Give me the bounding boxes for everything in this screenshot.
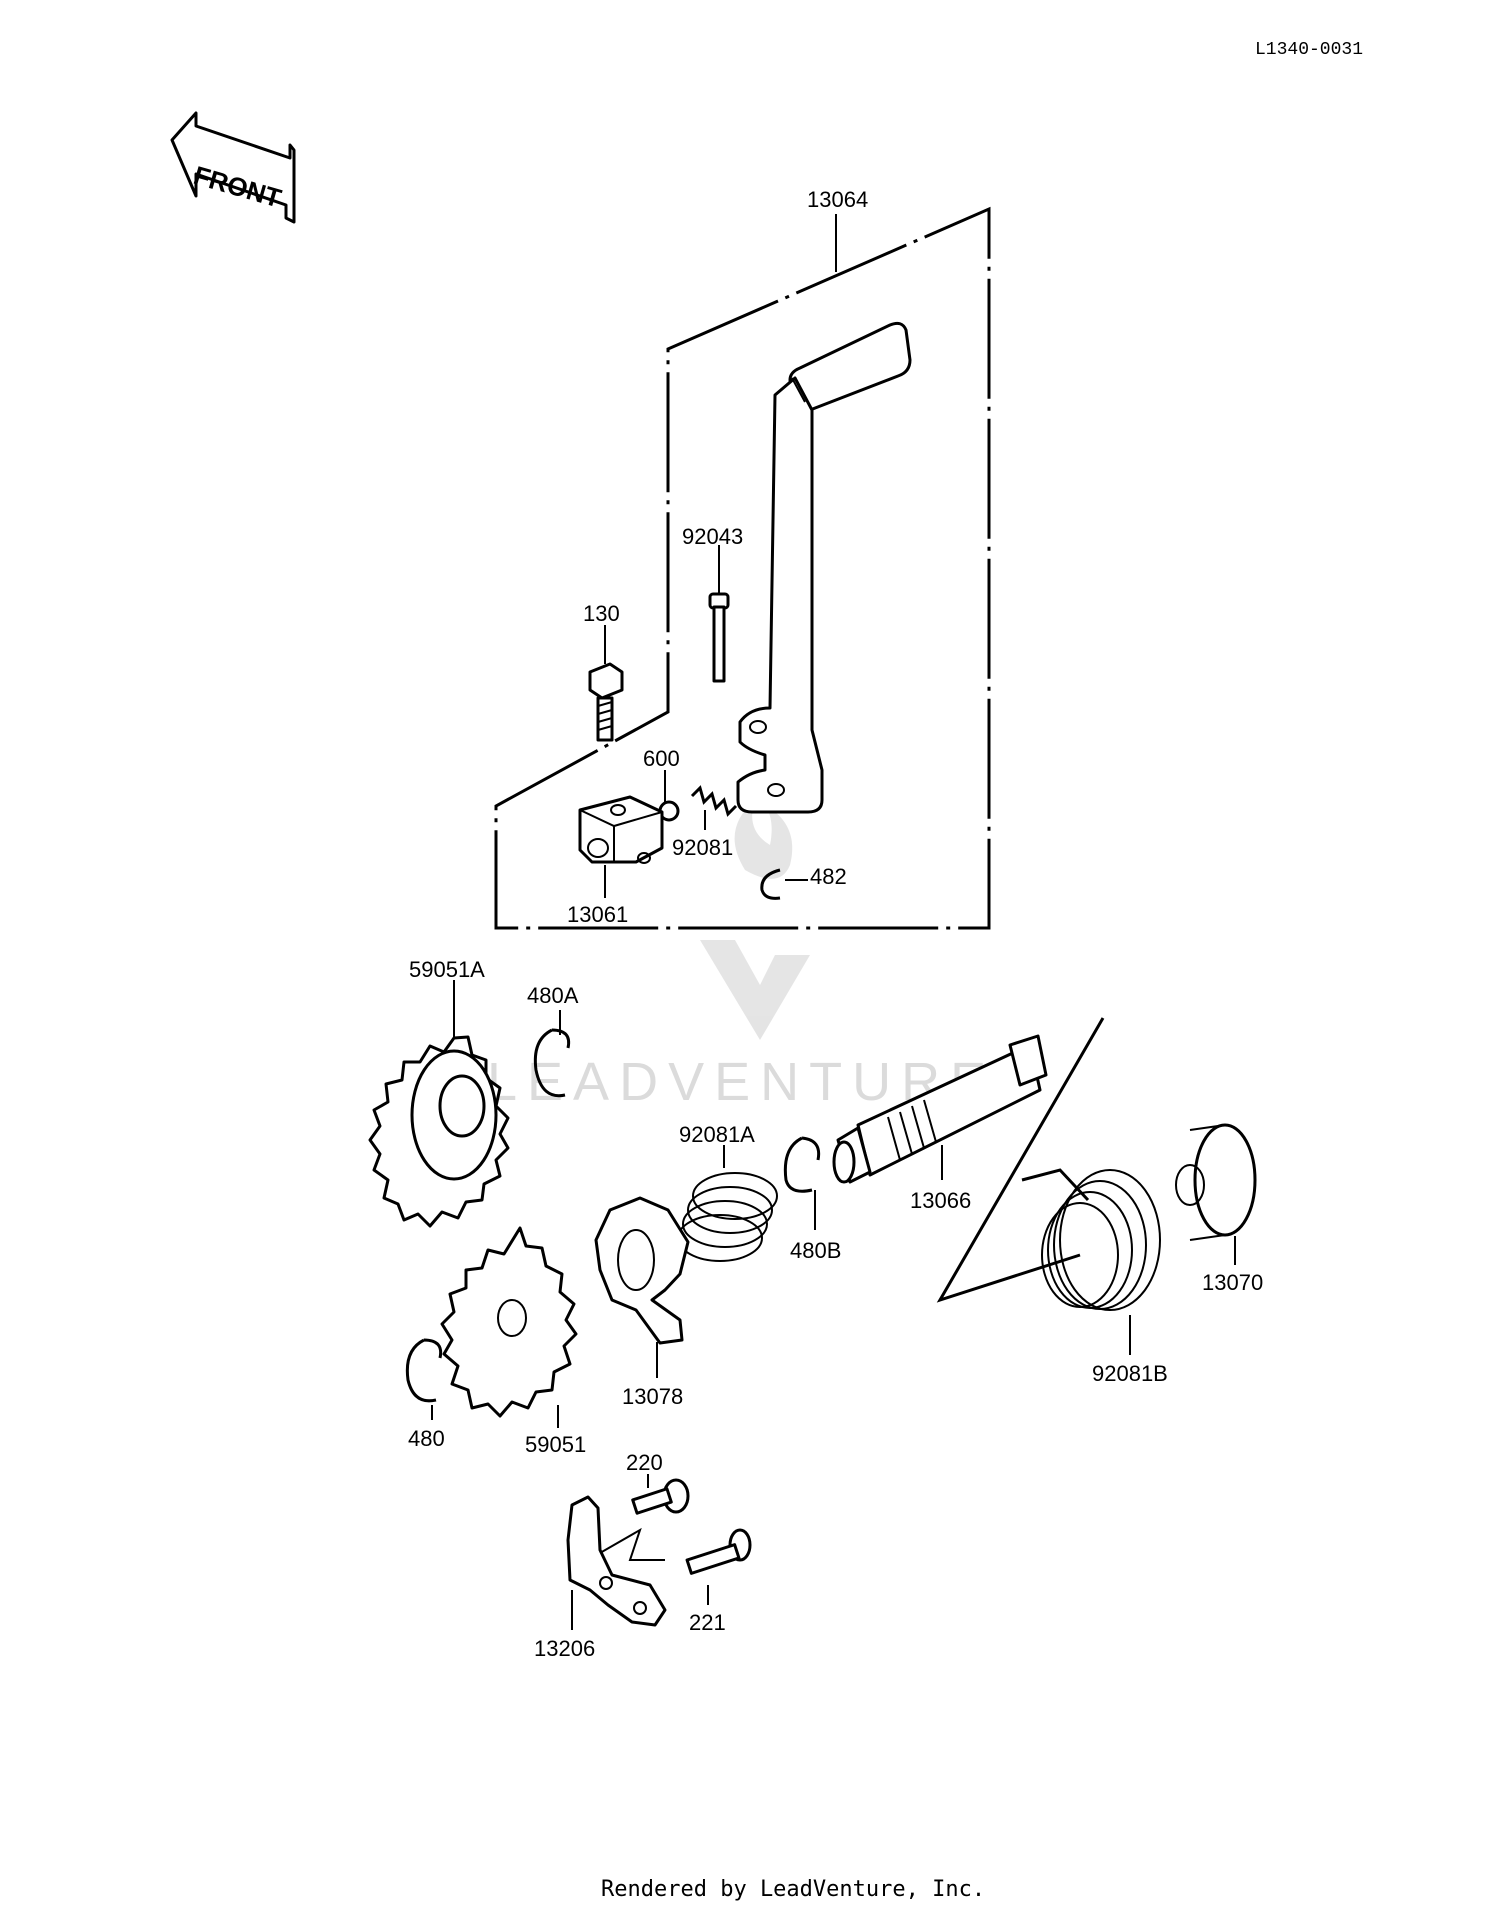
- label-220: 220: [626, 1450, 663, 1475]
- spring-92081: [690, 785, 738, 817]
- footer-credit: Rendered by LeadVenture, Inc.: [601, 1877, 985, 1902]
- label-92043: 92043: [682, 524, 743, 549]
- label-482: 482: [810, 864, 847, 889]
- collar-13070: [1175, 1123, 1257, 1241]
- label-92081: 92081: [672, 835, 733, 860]
- label-13061: 13061: [567, 902, 628, 927]
- label-480A: 480A: [527, 983, 579, 1008]
- label-221: 221: [689, 1610, 726, 1635]
- circlip-480: [405, 1338, 443, 1403]
- bolt-221: [685, 1528, 752, 1575]
- ratchet-13078: [594, 1196, 690, 1345]
- label-92081B: 92081B: [1092, 1361, 1168, 1386]
- boss-13061: [578, 795, 664, 864]
- label-13064: 13064: [807, 187, 868, 212]
- clip-482: [760, 868, 781, 900]
- watermark-text: LEADVENTURE: [487, 1052, 996, 1112]
- stopper-plate-13206: [566, 1495, 667, 1627]
- circlip-480A: [533, 1028, 571, 1098]
- label-13066: 13066: [910, 1188, 971, 1213]
- gear-59051: [440, 1226, 578, 1418]
- label-480: 480: [408, 1426, 445, 1451]
- gear-59051A: [368, 1035, 510, 1228]
- kick-shaft-group-outline: [936, 1017, 1105, 1303]
- bolt-220: [631, 1478, 690, 1515]
- label-59051A: 59051A: [409, 957, 485, 982]
- pin-92043: [708, 592, 730, 683]
- label-13206: 13206: [534, 1636, 595, 1661]
- leader-lines: [431, 214, 1236, 1630]
- label-92081A: 92081A: [679, 1122, 755, 1147]
- label-600: 600: [643, 746, 680, 771]
- kick-pedal-assembly-outline: [494, 206, 991, 930]
- label-13070: 13070: [1202, 1270, 1263, 1295]
- label-59051: 59051: [525, 1432, 586, 1457]
- front-arrow-icon: FRONT: [170, 111, 296, 224]
- part-labels: 13064 92043 130 600 92081 482 13061 5905…: [408, 187, 1263, 1661]
- label-13078: 13078: [622, 1384, 683, 1409]
- watermark: LEADVENTURE: [487, 800, 996, 1112]
- drawing-code: L1340-0031: [1255, 40, 1363, 60]
- circlip-480B: [783, 1136, 821, 1193]
- kick-shaft-13066: [832, 1034, 1048, 1184]
- kick-pedal-lever: [736, 321, 912, 814]
- bolt-130: [588, 662, 624, 742]
- label-130: 130: [583, 601, 620, 626]
- label-480B: 480B: [790, 1238, 841, 1263]
- spring-92081A: [677, 1172, 778, 1262]
- return-spring-92081B: [1021, 1168, 1161, 1311]
